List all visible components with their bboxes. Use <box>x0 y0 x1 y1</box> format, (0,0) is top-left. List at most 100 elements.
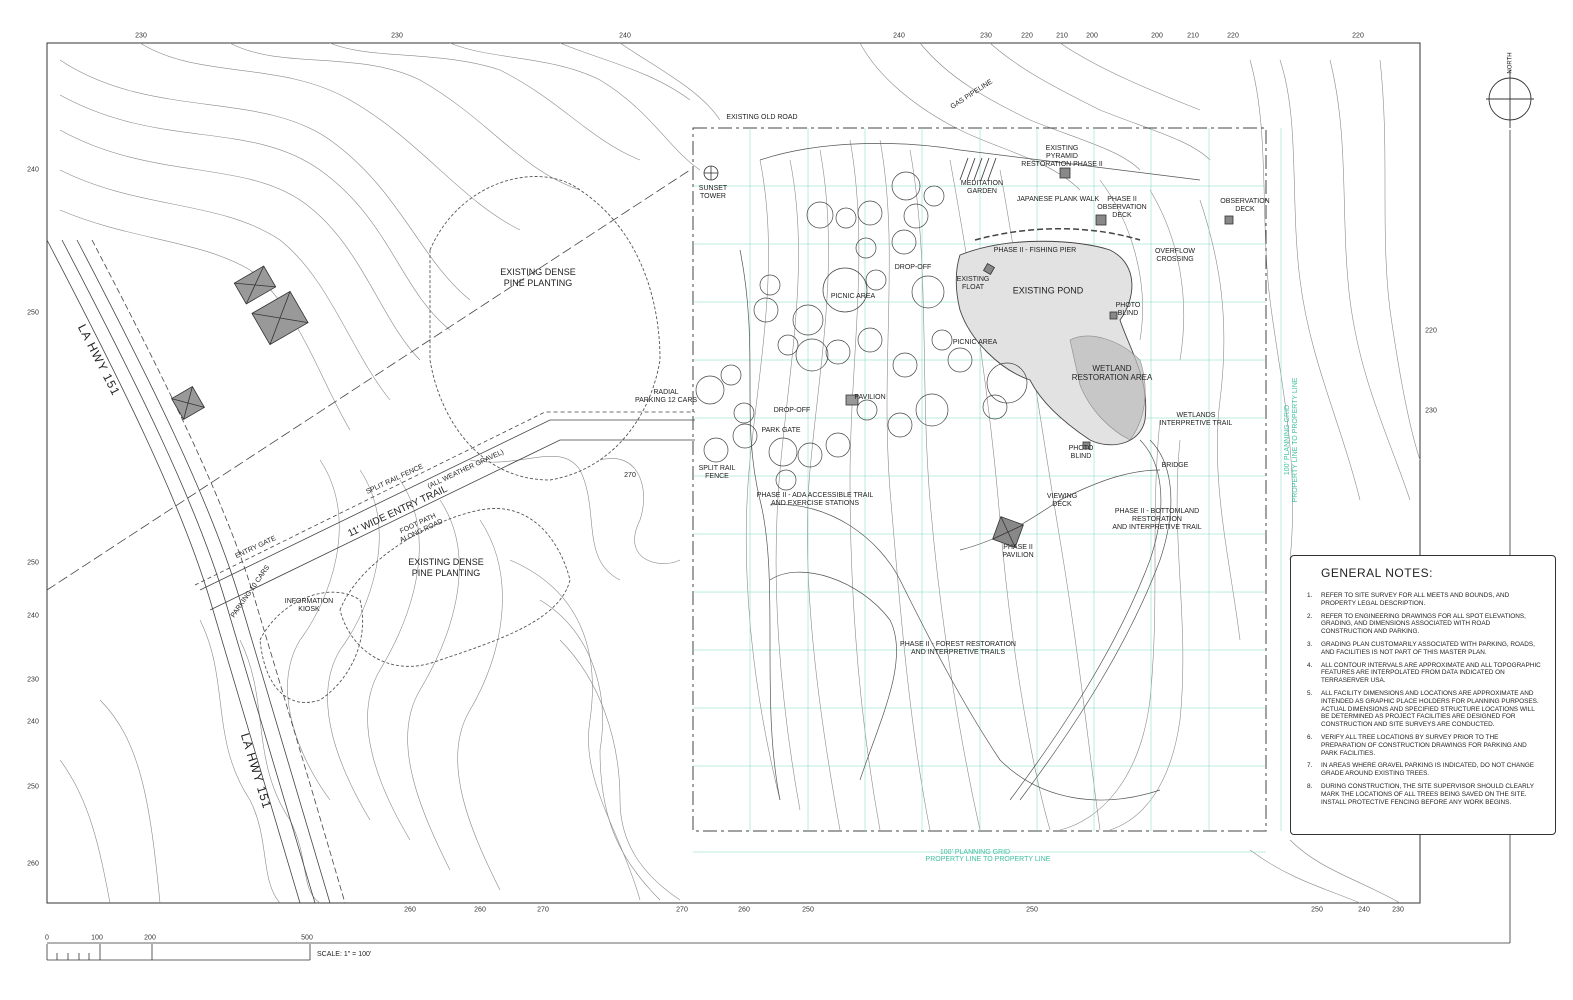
scale-tick: 500 <box>301 934 313 942</box>
label-wetland-restoration: WETLAND RESTORATION AREA <box>1071 364 1153 382</box>
label-drop-off-top: DROP-OFF <box>894 264 932 271</box>
general-notes-list: 1. REFER TO SITE SURVEY FOR ALL MEETS AND… <box>1307 592 1543 806</box>
elevation-tick: 230 <box>1392 906 1404 914</box>
elevation-tick: 210 <box>1056 32 1068 40</box>
elevation-tick: 240 <box>619 32 631 40</box>
scale-tick: 100 <box>91 934 103 942</box>
label-pavilion: PAVILION <box>854 394 886 401</box>
label-grid-right: 100' PLANNING GRID <box>1284 404 1291 476</box>
general-note-item: 5. ALL FACILITY DIMENSIONS AND LOCATIONS … <box>1307 690 1543 729</box>
note-number: 4. <box>1307 661 1313 669</box>
general-note-item: 4.ALL CONTOUR INTERVALS ARE APPROXIMATE … <box>1307 662 1543 685</box>
elevation-tick: 260 <box>474 906 486 914</box>
label-wetlands-trail: WETLANDS INTERPRETIVE TRAIL <box>1159 412 1233 427</box>
label-radial-parking: RADIAL PARKING 12 CARS <box>634 389 698 404</box>
general-note-item: 6. VERIFY ALL TREE LOCATIONS BY SURVEY PR… <box>1307 734 1543 757</box>
general-notes-title: GENERAL NOTES: <box>1321 566 1433 580</box>
note-text: REFER TO ENGINEERING DRAWINGS FOR ALL SP… <box>1321 612 1526 636</box>
elevation-tick: 270 <box>537 906 549 914</box>
elevation-tick: 210 <box>1187 32 1199 40</box>
elevation-tick: 200 <box>1151 32 1163 40</box>
general-note-item: 7.IN AREAS WHERE GRAVEL PARKING IS INDIC… <box>1307 762 1543 778</box>
drawing-frame <box>46 42 1421 904</box>
general-note-item: 3. GRADING PLAN CUSTOMARILY ASSOCIATED WI… <box>1307 641 1543 657</box>
label-sunset-tower: SUNSET TOWER <box>698 185 728 200</box>
planning-grid <box>693 128 1282 853</box>
elevation-tick: 230 <box>980 32 992 40</box>
elevation-tick: 230 <box>135 32 147 40</box>
elevation-tick: 240 <box>27 718 39 726</box>
label-grid-bottom: 100' PLANNING GRID <box>939 849 1011 856</box>
label-info-kiosk: INFORMATION KIOSK <box>284 598 334 613</box>
note-text: REFER TO SITE SURVEY FOR ALL MEETS AND B… <box>1321 592 1510 607</box>
note-text: VERIFY ALL TREE LOCATIONS BY SURVEY PRIO… <box>1321 733 1527 757</box>
label-bottomland: PHASE II - BOTTOMLAND RESTORATION AND IN… <box>1112 508 1202 531</box>
elevation-tick: 250 <box>802 906 814 914</box>
scale-tick: 200 <box>144 934 156 942</box>
elevation-tick: 250 <box>27 559 39 567</box>
note-number: 5. <box>1307 689 1313 697</box>
pine-planting-1 <box>429 176 661 481</box>
site-structures <box>703 157 1234 548</box>
elevation-tick: 200 <box>1086 32 1098 40</box>
label-photo-blind-1: PHOTO BLIND <box>1115 302 1141 317</box>
elevation-tick: 250 <box>27 783 39 791</box>
general-notes-panel: GENERAL NOTES: 1. REFER TO SITE SURVEY FO… <box>1290 555 1556 835</box>
label-split-rail-fence-right: SPLIT RAIL FENCE <box>698 465 736 480</box>
label-park-gate: PARK GATE <box>761 427 801 434</box>
label-existing-float: EXISTING FLOAT <box>956 276 990 291</box>
label-forest-restoration: PHASE II - FOREST RESTORATION AND INTERP… <box>900 641 1016 656</box>
note-text: ALL FACILITY DIMENSIONS AND LOCATIONS AR… <box>1321 689 1539 729</box>
label-overflow-crossing: OVERFLOW CROSSING <box>1154 248 1196 263</box>
note-number: 3. <box>1307 640 1313 648</box>
scale-label: SCALE: 1" = 100' <box>317 951 372 958</box>
note-text: IN AREAS WHERE GRAVEL PARKING IS INDICAT… <box>1321 762 1535 778</box>
elevation-tick: 260 <box>738 906 750 914</box>
north-arrow <box>1486 70 1534 128</box>
elevation-tick: 230 <box>1425 407 1437 415</box>
elevation-tick: 230 <box>391 32 403 40</box>
elevation-tick: 230 <box>27 676 39 684</box>
property-line <box>692 127 1267 832</box>
elevation-tick: 260 <box>27 860 39 868</box>
elevation-tick: 240 <box>893 32 905 40</box>
label-meditation-garden: MEDITATION GARDEN <box>960 180 1004 195</box>
elevation-tick: 220 <box>1425 327 1437 335</box>
note-text: GRADING PLAN CUSTOMARILY ASSOCIATED WITH… <box>1321 640 1535 656</box>
label-photo-blind-2: PHOTO BLIND <box>1068 445 1094 460</box>
label-ada-trail: PHASE II - ADA ACCESSIBLE TRAIL AND EXER… <box>756 492 874 507</box>
elevation-tick: 250 <box>27 309 39 317</box>
label-picnic-area-2: PICNIC AREA <box>952 339 998 346</box>
label-phase2-observation-deck: PHASE II OBSERVATION DECK <box>1097 196 1147 219</box>
label-existing-pond: EXISTING POND <box>1012 285 1084 296</box>
site-trails <box>739 143 1201 801</box>
label-phase2-fishing-pier: PHASE II - FISHING PIER <box>993 247 1077 254</box>
elevation-tick: 270 <box>676 906 688 914</box>
label-existing-old-road: EXISTING OLD ROAD <box>726 114 798 121</box>
label-elev-270: 270 <box>624 472 636 479</box>
note-number: 6. <box>1307 733 1313 741</box>
contour-lines <box>59 42 1421 904</box>
general-note-item: 8.DURING CONSTRUCTION, THE SITE SUPERVIS… <box>1307 783 1543 806</box>
note-number: 1. <box>1307 592 1313 599</box>
elevation-tick: 260 <box>404 906 416 914</box>
note-text: DURING CONSTRUCTION, THE SITE SUPERVISOR… <box>1321 782 1534 806</box>
label-viewing-deck: VIEWING DECK <box>1046 493 1078 508</box>
highway <box>46 239 346 904</box>
elevation-tick: 240 <box>27 166 39 174</box>
pine-planting-2 <box>339 508 571 667</box>
label-japanese-plank-walk: JAPANESE PLANK WALK <box>1016 196 1100 203</box>
elevation-tick: 220 <box>1021 32 1033 40</box>
existing-buildings <box>171 265 309 420</box>
label-pyramid-restoration: EXISTING PYRAMID RESTORATION PHASE II <box>1021 145 1103 168</box>
general-note-item: 1. REFER TO SITE SURVEY FOR ALL MEETS AND… <box>1307 592 1543 608</box>
note-number: 2. <box>1307 612 1313 620</box>
scale-bar <box>46 944 311 961</box>
label-dense-pine-1: EXISTING DENSE PINE PLANTING <box>500 267 576 288</box>
label-observation-deck: OBSERVATION DECK <box>1220 198 1270 213</box>
elevation-tick: 250 <box>1026 906 1038 914</box>
entry-trail <box>46 169 695 611</box>
label-dense-pine-2: EXISTING DENSE PINE PLANTING <box>408 557 484 578</box>
label-bridge: BRIDGE <box>1161 462 1189 469</box>
